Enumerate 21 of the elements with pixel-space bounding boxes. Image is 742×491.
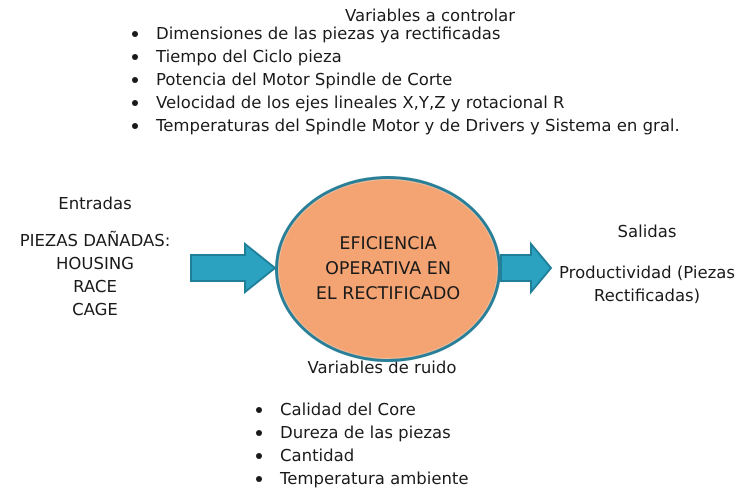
bullet-item: Potencia del Motor Spindle de Corte — [156, 69, 452, 91]
block-arrow — [190, 242, 277, 294]
bullet-item: Calidad del Core — [280, 399, 416, 421]
bullet-item: Dureza de las piezas — [280, 422, 451, 444]
block-arrow — [500, 241, 552, 295]
node-heading: Salidas — [618, 221, 676, 243]
bullet-item: Temperaturas del Spindle Motor y de Drivers y Sistema en gral. — [156, 115, 680, 137]
section-heading: Variables de ruido — [308, 358, 456, 377]
bullet-item: Cantidad — [280, 445, 354, 467]
node-text: RACE — [73, 276, 117, 298]
node-text: Productividad (Piezas Rectificadas) — [558, 262, 736, 307]
bullet-item: Tiempo del Ciclo pieza — [156, 46, 342, 68]
node-text: CAGE — [72, 299, 118, 321]
bullet-item: Dimensiones de las piezas ya rectificadas — [156, 23, 501, 45]
section-heading: Variables a controlar — [344, 6, 516, 25]
node-text: PIEZAS DAÑADAS: — [20, 230, 170, 252]
node-heading: Entradas — [58, 193, 132, 215]
ellipse-text: EFICIENCIA OPERATIVA EN EL RECTIFICADO — [314, 232, 462, 306]
bullet-item: Velocidad de los ejes lineales X,Y,Z y rotacional R — [156, 92, 565, 114]
bullet-item: Temperatura ambiente — [280, 468, 469, 490]
node-text: HOUSING — [56, 253, 134, 275]
